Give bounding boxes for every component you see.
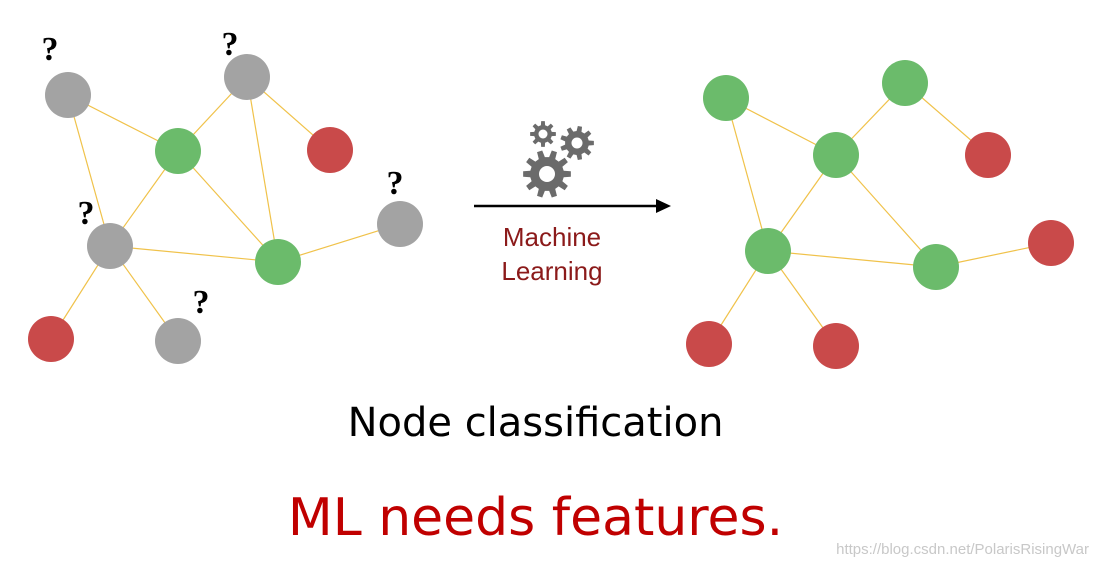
gear-hole-2 bbox=[571, 137, 583, 149]
after-node-a2-positive bbox=[882, 60, 928, 106]
gears-icon bbox=[523, 121, 594, 198]
after-node-a9-negative bbox=[813, 323, 859, 369]
edges-after bbox=[708, 82, 1052, 347]
before-edge-b3-b7 bbox=[177, 150, 279, 263]
before-node-b3-positive bbox=[155, 128, 201, 174]
before-node-b9-unknown bbox=[155, 318, 201, 364]
after-edge-a3-a6 bbox=[835, 154, 937, 268]
after-node-a1-positive bbox=[703, 75, 749, 121]
nodes-after bbox=[686, 60, 1074, 369]
after-node-a3-positive bbox=[813, 132, 859, 178]
nodes-before bbox=[28, 54, 423, 364]
caption-title: Node classification bbox=[347, 400, 724, 446]
before-node-b2-unknown bbox=[224, 54, 270, 100]
question-mark-b2: ? bbox=[222, 26, 239, 63]
machine-learning-label-line1: Machine bbox=[503, 222, 601, 252]
before-edge-b1-b5 bbox=[67, 94, 111, 247]
question-marks: ????? bbox=[42, 26, 404, 321]
gear-hole-3 bbox=[538, 129, 548, 139]
after-node-a7-negative bbox=[1028, 220, 1074, 266]
gear-hole-1 bbox=[539, 166, 555, 182]
after-node-a5-positive bbox=[745, 228, 791, 274]
after-edge-a1-a5 bbox=[725, 97, 769, 252]
before-edge-b5-b7 bbox=[109, 245, 279, 263]
before-node-b7-positive bbox=[255, 239, 301, 285]
before-node-b8-negative bbox=[28, 316, 74, 362]
process-arrow bbox=[474, 199, 671, 213]
after-node-a8-negative bbox=[686, 321, 732, 367]
after-edge-a5-a6 bbox=[767, 250, 937, 268]
before-node-b1-unknown bbox=[45, 72, 91, 118]
watermark: https://blog.csdn.net/PolarisRisingWar bbox=[836, 541, 1089, 558]
before-node-b5-unknown bbox=[87, 223, 133, 269]
machine-learning-label-line2: Learning bbox=[501, 256, 602, 286]
before-node-b6-unknown bbox=[377, 201, 423, 247]
question-mark-b5: ? bbox=[78, 195, 95, 232]
after-node-a6-positive bbox=[913, 244, 959, 290]
caption-subtitle: ML needs features. bbox=[287, 488, 784, 548]
edges-before bbox=[50, 76, 401, 342]
after-node-a4-negative bbox=[965, 132, 1011, 178]
before-node-b4-negative bbox=[307, 127, 353, 173]
question-mark-b6: ? bbox=[387, 165, 404, 202]
before-edge-b2-b7 bbox=[246, 76, 279, 263]
question-mark-b9: ? bbox=[193, 284, 210, 321]
question-mark-b1: ? bbox=[42, 31, 59, 68]
